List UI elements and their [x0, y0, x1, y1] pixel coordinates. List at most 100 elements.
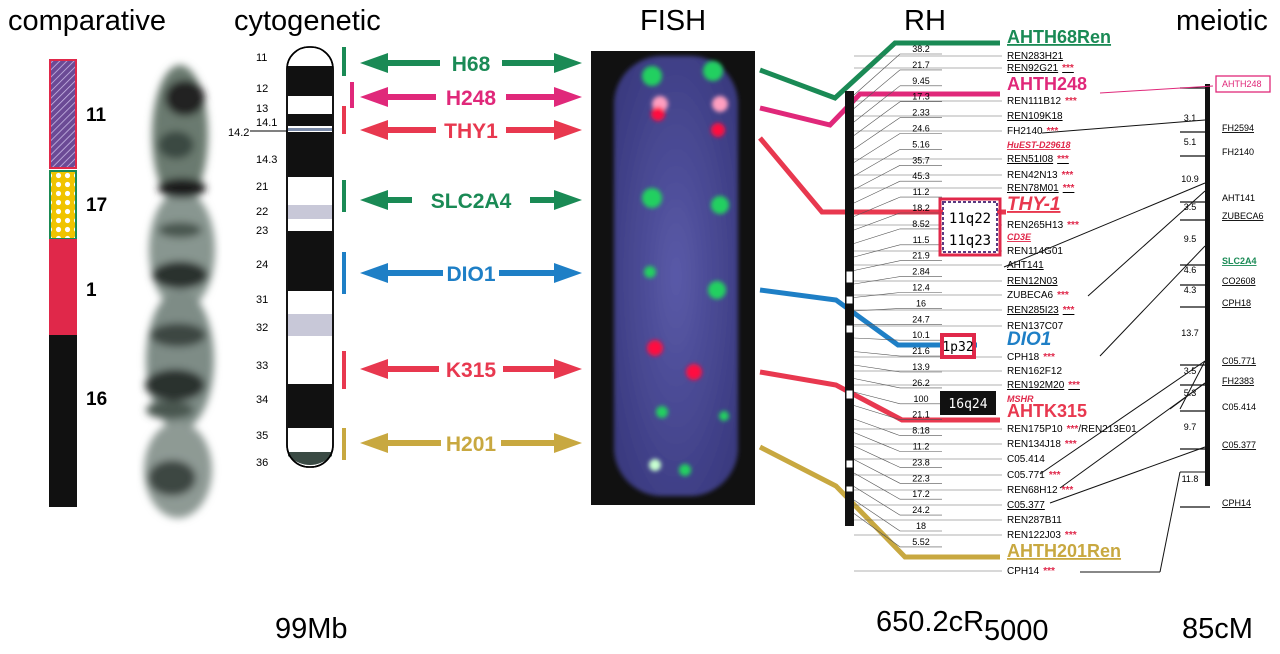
rh-marker-ahth201ren: AHTH201Ren [1007, 541, 1121, 561]
meiotic-distance-label: 11.8 [1182, 474, 1199, 484]
rh-marker-cd3e: CD3E [1007, 232, 1032, 242]
rh-distance-label: 11.5 [913, 235, 930, 245]
band-label: 14.1 [256, 117, 277, 129]
locus-label-16q24: 16q24 [948, 397, 987, 412]
rh-fan-line [854, 149, 900, 176]
rh-distance-label: 2.33 [912, 108, 930, 118]
meiotic-marker-cph18: CPH18 [1222, 298, 1251, 308]
rh-fan-line [854, 514, 900, 547]
ideogram [287, 47, 333, 467]
header-cytogenetic: cytogenetic [234, 5, 381, 37]
comparative-segment-17 [50, 171, 76, 239]
locus-label-11q23: 11q23 [949, 233, 991, 249]
meiotic-distance-label: 9.5 [1184, 234, 1197, 244]
rh-fan-line [854, 473, 900, 499]
comparative-segment-11 [50, 60, 76, 168]
rh-distance-label: 17.2 [912, 489, 930, 499]
rh-fan-line [854, 229, 900, 244]
band-label: 14.3 [256, 154, 277, 166]
rh-distance-label: 10.1 [912, 330, 930, 340]
fish-to-rh-connectors [760, 43, 1006, 557]
rh-distance-label: 8.18 [912, 426, 930, 436]
comparative-label-1: 1 [86, 280, 97, 301]
rh-marker-fh2140: FH2140*** [1007, 126, 1058, 137]
rh-distance-label: 21.6 [912, 346, 930, 356]
rh-distance-label: 38.2 [912, 44, 930, 54]
meiotic-marker-fh2594: FH2594 [1222, 123, 1254, 133]
rh-fan-line [854, 165, 900, 189]
probe-label-k315: K315 [446, 359, 497, 382]
footer-meiotic-size: 85cM [1182, 613, 1253, 645]
rh-marker-ren111b12: REN111B12*** [1007, 96, 1077, 107]
rh-marker-ren122j03: REN122J03*** [1007, 530, 1077, 541]
rh-distance-label: 23.8 [912, 457, 930, 467]
probe-label-h201: H201 [446, 433, 497, 456]
rh-marker-ren265h13: REN265H13*** [1007, 220, 1079, 231]
rh-distance-label: 100 [913, 394, 928, 404]
rh-distance-label: 5.16 [912, 139, 930, 149]
rh-distance-label: 11.2 [913, 442, 930, 452]
rh-marker-ren109k18: REN109K18 [1007, 111, 1063, 122]
probe-location-ticks [344, 47, 352, 460]
rh-markers: AHTH68RenREN283H21REN92G21***AHTH248REN1… [1007, 27, 1137, 577]
rh-marker-ren134j18: REN134J18*** [1007, 439, 1077, 450]
rh-distance-label: 18 [916, 521, 926, 531]
meiotic-marker-aht141: AHT141 [1222, 193, 1255, 203]
comparative-label-16: 16 [86, 389, 107, 410]
rh-marker-ren78m01: REN78M01*** [1007, 183, 1074, 194]
rh-fan-line [854, 379, 900, 388]
rh-marker-cph14: CPH14*** [1007, 566, 1055, 577]
meiotic-distance-label: 10.9 [1181, 174, 1199, 184]
rh-distance-label: 22.3 [912, 473, 930, 483]
rh-marker-ren12n03: REN12N03 [1007, 276, 1058, 287]
rh-distance-label: 5.52 [912, 537, 930, 547]
rh-distance-label: 12.4 [912, 283, 930, 293]
rh-fan-line [854, 86, 900, 122]
rh-distance-label: 35.7 [912, 155, 930, 165]
rh-distance-label: 24.7 [912, 314, 930, 324]
rh-distance-label: 16 [916, 298, 926, 308]
comparative-label-11: 11 [86, 105, 107, 126]
band-label: 11 [256, 52, 267, 64]
band-label: 21 [256, 181, 268, 193]
meiotic-markers: AHTH248FH2594FH2140AHT141ZUBECA6SLC2A4CO… [1216, 76, 1270, 508]
footer-rh-size: 650.2cR5000 [876, 606, 1049, 647]
comparative-bar [49, 60, 77, 507]
probe-label-thy1: THY1 [444, 120, 498, 143]
meiotic-marker-slc2a4: SLC2A4 [1222, 256, 1257, 266]
header-comparative: comparative [8, 5, 166, 37]
locus-box-16q24: 16q24 [940, 391, 996, 415]
rh-marker-ren51i08: REN51I08*** [1007, 154, 1069, 165]
band-label: 13 [256, 103, 268, 115]
meiotic-marker-co2608: CO2608 [1222, 276, 1256, 286]
band-label: 31 [256, 294, 268, 306]
rh-marker-cph18: CPH18*** [1007, 352, 1055, 363]
probe-label-h68: H68 [452, 53, 491, 76]
meiotic-marker-c05-377: C05.377 [1222, 440, 1256, 450]
rh-fan-line [854, 277, 900, 284]
band-label: 12 [256, 83, 268, 95]
rh-marker-ren42n13: REN42N13*** [1007, 170, 1073, 181]
rh-marker-aht141: AHT141 [1007, 260, 1044, 271]
probe-label-h248: H248 [446, 87, 497, 110]
probe-label-dio1: DIO1 [446, 263, 495, 286]
band-label: 34 [256, 394, 268, 406]
fish-image [591, 51, 755, 505]
rh-distance-label: 21.9 [912, 251, 930, 261]
rh-marker-ren283h21: REN283H21 [1007, 51, 1064, 62]
band-label: 35 [256, 430, 268, 442]
rh-fan-line [854, 213, 900, 230]
meiotic-marker-c05-414: C05.414 [1222, 402, 1256, 412]
locus-box-11q22-23: 11q22 11q23 [940, 199, 1000, 255]
rh-marker-ahth68ren: AHTH68Ren [1007, 27, 1111, 47]
probe-label-slc2a4: SLC2A4 [431, 190, 512, 213]
comparative-label-17: 17 [86, 195, 107, 216]
rh-distance-label: 24.2 [912, 505, 930, 515]
band-label: 14.2 [228, 127, 249, 139]
rh-marker-ren287b11: REN287B11 [1007, 515, 1062, 526]
meiotic-marker-fh2140: FH2140 [1222, 147, 1254, 157]
comparative-segment-1 [49, 239, 77, 335]
locus-box-1p32: 1p32 [940, 333, 976, 359]
meiotic-distance-label: 9.7 [1184, 422, 1197, 432]
